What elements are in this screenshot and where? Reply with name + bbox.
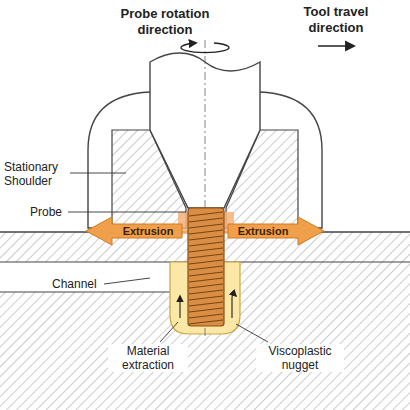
thread-stroke [189, 302, 223, 306]
leader-line [70, 173, 126, 174]
thread-stroke [189, 254, 223, 258]
probe-threads [189, 212, 223, 324]
flow-arrow [232, 294, 236, 318]
channel [0, 262, 172, 292]
thread-stroke [189, 230, 223, 234]
thread-stroke [189, 308, 223, 312]
thread-stroke [189, 224, 223, 228]
part-label: Probe [30, 205, 70, 219]
flow-arrow [179, 296, 180, 318]
motion-label: Probe rotation direction [110, 6, 220, 38]
thread-stroke [189, 272, 223, 276]
thread-stroke [189, 236, 223, 240]
extrusion-label: Extrusion [228, 224, 298, 238]
part-label: Material extraction [108, 344, 188, 372]
thread-stroke [189, 266, 223, 270]
part-label: Channel [52, 277, 104, 291]
thread-stroke [189, 212, 223, 216]
thread-stroke [189, 296, 223, 300]
rotation-arrow [181, 43, 229, 53]
probe [188, 208, 224, 326]
thread-stroke [189, 278, 223, 282]
thread-stroke [189, 260, 223, 264]
thread-stroke [189, 314, 223, 318]
extrusion-arrow [228, 217, 324, 245]
channel-bottom-line [0, 291, 172, 292]
thread-stroke [189, 320, 223, 324]
thread-stroke [189, 218, 223, 222]
leader-line [104, 278, 150, 284]
leader-line [160, 322, 178, 342]
motion-label: Tool travel direction [288, 4, 384, 36]
thread-stroke [189, 242, 223, 246]
thread-stroke [189, 248, 223, 252]
thread-stroke [189, 284, 223, 288]
leader-line [236, 324, 268, 342]
part-label: Viscoplastic nugget [256, 344, 344, 372]
extrusion-label: Extrusion [114, 224, 182, 238]
part-label: Stationary Shoulder [4, 160, 86, 188]
thread-stroke [189, 290, 223, 294]
extrusion-arrow [86, 217, 182, 245]
travel-arrow [318, 45, 354, 47]
leader-line [68, 212, 186, 213]
